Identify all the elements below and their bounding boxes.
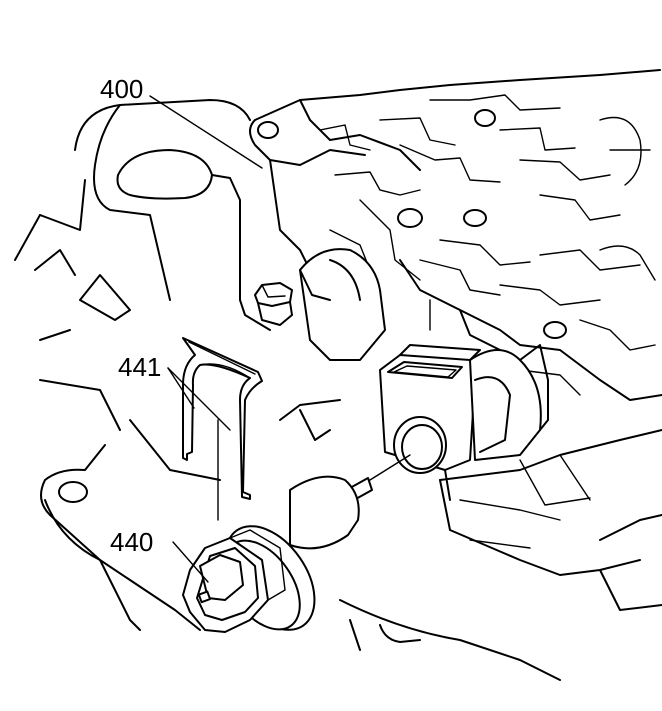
- speed-sensor: [182, 475, 373, 633]
- callout-label-441: 441: [118, 352, 161, 382]
- callout-label-440: 440: [110, 527, 153, 557]
- transmission-case: [14, 99, 561, 681]
- retaining-clip: [182, 337, 263, 500]
- callout-label-400: 400: [100, 74, 143, 104]
- leader-lines: [149, 95, 411, 583]
- sensor-mount-boss: [299, 248, 549, 501]
- case-bolt: [254, 282, 293, 326]
- valve-body: [249, 69, 662, 611]
